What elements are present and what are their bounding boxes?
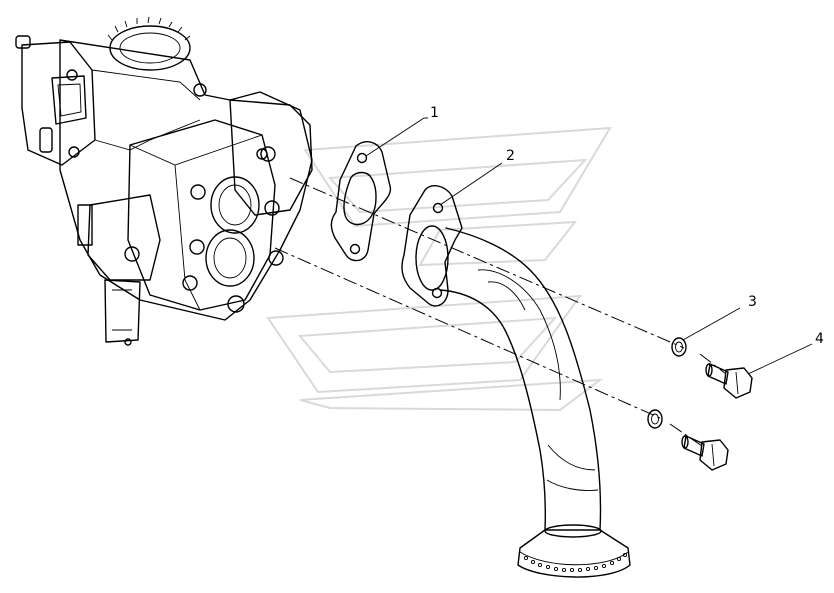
drive-gear	[107, 16, 191, 71]
callout-3: 3	[748, 294, 757, 310]
callout-leader-2	[439, 162, 503, 206]
bolt-icon	[681, 363, 753, 471]
watermark-logo	[266, 126, 612, 412]
callout-leader-1	[365, 117, 425, 157]
callout-4: 4	[815, 331, 824, 347]
callout-1: 1	[430, 105, 439, 121]
oil-pump-assembly-icon	[15, 16, 313, 346]
callout-leader-4	[747, 343, 813, 375]
callout-2: 2	[506, 148, 515, 164]
strainer-holes	[523, 552, 628, 573]
assembly-axis-lines	[274, 177, 727, 447]
suction-pipe-icon	[401, 185, 631, 578]
gasket-icon	[330, 141, 392, 262]
washer-icon	[647, 337, 687, 429]
callouts: 1 2 3 4	[365, 105, 824, 375]
callout-leader-3	[682, 307, 741, 341]
